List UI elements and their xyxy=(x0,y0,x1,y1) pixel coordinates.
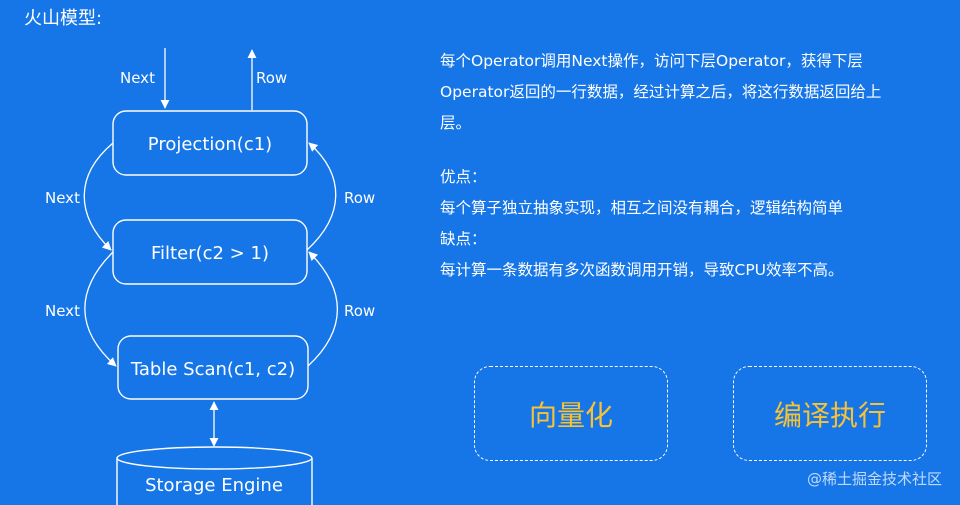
next-label-2: Next xyxy=(45,302,80,320)
storage-engine-cylinder xyxy=(116,446,313,505)
row-arrow-1 xyxy=(306,142,337,251)
storage-engine-label: Storage Engine xyxy=(145,475,283,496)
pros-text: 每个算子独立抽象实现，相互之间没有耦合，逻辑结构简单 xyxy=(440,199,844,217)
projection-label: Projection(c1) xyxy=(148,134,272,155)
next-arrow-1 xyxy=(83,142,114,251)
table-scan-node xyxy=(117,335,309,400)
table-scan-label: Table Scan(c1, c2) xyxy=(130,359,295,380)
description-intro: 每个Operator调用Next操作，访问下层Operator，获得下层Oper… xyxy=(440,52,882,132)
next-label-top: Next xyxy=(120,69,155,87)
cons-label: 缺点： xyxy=(440,230,487,248)
compiled-option: 编译执行 xyxy=(733,366,927,461)
page-title: 火山模型: xyxy=(24,8,103,29)
filter-label: Filter(c2 > 1) xyxy=(151,243,269,264)
row-arrow-2 xyxy=(307,251,338,367)
next-arrow-2 xyxy=(84,251,117,367)
row-label-2: Row xyxy=(344,302,375,320)
watermark: @稀土掘金技术社区 xyxy=(806,470,942,488)
pros-label: 优点： xyxy=(440,168,487,186)
row-label-1: Row xyxy=(344,189,375,207)
pros-cons-block: 优点： 每个算子独立抽象实现，相互之间没有耦合，逻辑结构简单 缺点： 每计算一条… xyxy=(440,162,910,286)
row-label-top: Row xyxy=(256,69,287,87)
vectorized-option: 向量化 xyxy=(474,366,668,461)
next-label-1: Next xyxy=(45,189,80,207)
cons-text: 每计算一条数据有多次函数调用开销，导致CPU效率不高。 xyxy=(440,261,844,279)
